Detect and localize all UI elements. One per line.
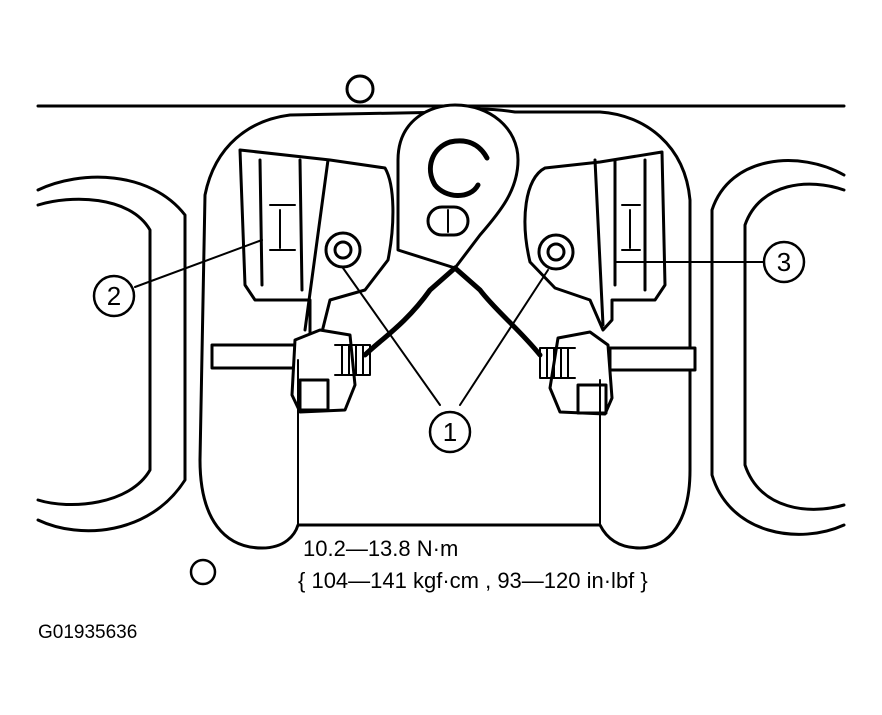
bottom-hole [189,558,217,586]
callout-2: 2 [92,239,263,318]
svg-text:1: 1 [443,417,457,447]
callout-1: 1 [342,267,549,454]
right-adjuster [539,330,614,416]
right-bracket [523,150,667,332]
center-lever [396,103,520,270]
link-rods [362,265,543,358]
figure-id: G01935636 [38,622,138,643]
torque-spec-line-1: 10.2—13.8 N·m [303,536,459,561]
callout-3: 3 [614,240,806,284]
torque-spec-line-2: { 104—141 kgf·cm , 93—120 in·lbf } [298,568,648,593]
svg-text:2: 2 [107,281,121,311]
left-port [36,175,187,533]
right-port [710,159,846,536]
top-hole [345,74,375,104]
torque-leader [297,359,601,526]
left-bracket [238,148,395,342]
left-adjuster [290,328,371,414]
svg-text:3: 3 [777,247,791,277]
